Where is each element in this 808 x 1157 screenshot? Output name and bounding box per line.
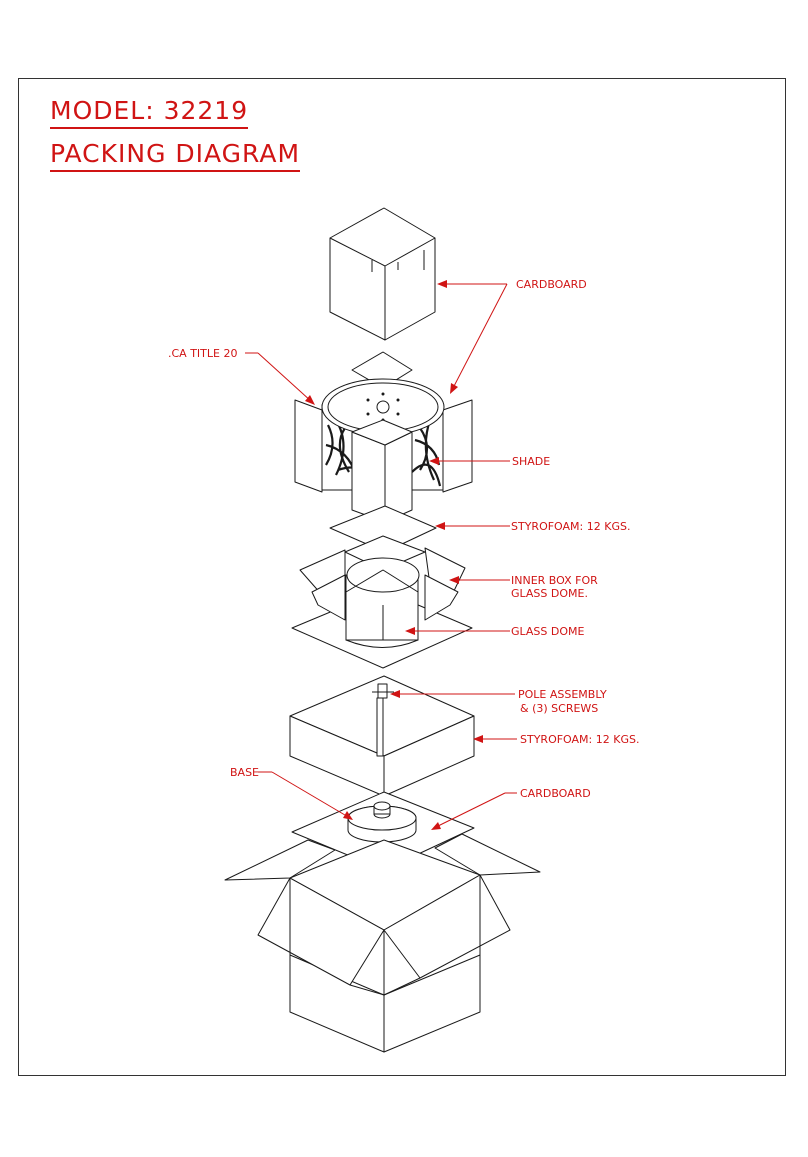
- shade-assembly: [294, 351, 473, 523]
- bottom-cardboard-box: [224, 833, 541, 1053]
- packing-diagram-title: PACKING DIAGRAM: [50, 139, 301, 172]
- label-glass-dome: GLASS DOME: [511, 625, 585, 638]
- label-ca-title: .CA TITLE 20: [168, 347, 238, 360]
- styrofoam-block: [289, 675, 475, 797]
- label-cardboard-top: CARDBOARD: [516, 278, 587, 291]
- label-shade: SHADE: [512, 455, 551, 468]
- label-pole-line1: POLE ASSEMBLY: [518, 688, 607, 701]
- label-inner-box-line1: INNER BOX FOR: [511, 574, 598, 587]
- label-cardboard-bottom: CARDBOARD: [520, 787, 591, 800]
- label-inner-box-line2: GLASS DOME.: [511, 587, 588, 600]
- inner-box-glass-dome: [291, 535, 473, 669]
- label-styrofoam-bottom: STYROFOAM: 12 KGS.: [520, 733, 640, 746]
- label-pole-line2: & (3) SCREWS: [520, 702, 599, 715]
- label-base: BASE: [230, 766, 260, 779]
- top-cardboard-sleeve: [329, 207, 436, 341]
- label-styrofoam-top: STYROFOAM: 12 KGS.: [511, 520, 631, 533]
- leader-lines: [245, 280, 517, 830]
- drawing-frame: [18, 78, 786, 1076]
- model-title: MODEL: 32219: [50, 96, 249, 129]
